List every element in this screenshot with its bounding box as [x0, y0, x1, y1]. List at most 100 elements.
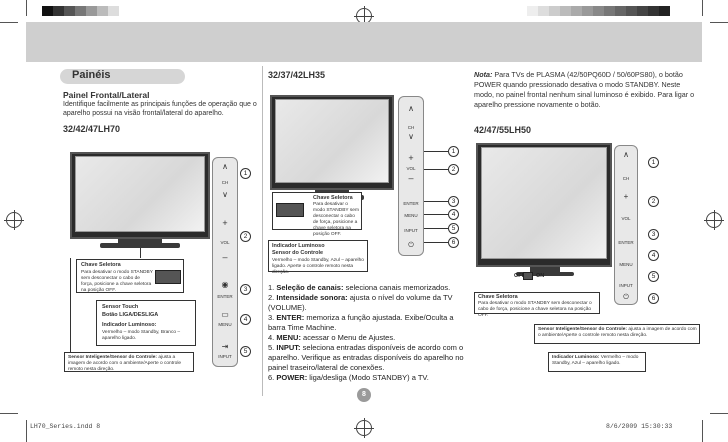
power-icon[interactable]: ⏻: [623, 294, 629, 301]
mid-ctl-label-ch: CH: [407, 125, 415, 130]
callout-number-3: 3: [448, 196, 459, 207]
middle-control-panel: [398, 96, 424, 256]
vol-minus-icon[interactable]: –: [408, 173, 414, 183]
leader-line: [424, 169, 448, 170]
function-item: 5. INPUT: seleciona entradas disponíveis…: [268, 343, 464, 372]
page-number: 8: [357, 388, 371, 402]
registration-mark-bottom: [354, 418, 374, 438]
callout-chave-seletora-left: Chave Seletora Para desativar o modo STA…: [76, 259, 184, 293]
column-divider: [262, 66, 263, 396]
tv-right-stand: [530, 267, 560, 272]
callout-number-2: 2: [648, 196, 659, 207]
section-title-pill: Painéis: [60, 69, 185, 84]
tv-left-screen: [75, 156, 205, 232]
function-item: 6. POWER: liga/desliga (Modo STANDBY) a …: [268, 373, 429, 382]
leader-line: [70, 258, 71, 354]
callout-number-3: 3: [240, 284, 251, 295]
ch-down-icon[interactable]: ∨: [408, 132, 414, 141]
callout-number-4: 4: [240, 314, 251, 325]
left-ctl-label-ch: CH: [221, 180, 229, 185]
vol-plus-icon[interactable]: +: [623, 192, 629, 201]
leader-line: [424, 151, 448, 152]
callout-number-6: 6: [648, 293, 659, 304]
header-band: [26, 22, 702, 62]
leader-line: [424, 214, 448, 215]
leader-line: [424, 242, 448, 243]
on-label: ON: [536, 273, 545, 279]
function-item: 4. MENU: acessar o Menu de Ajustes.: [268, 333, 396, 342]
callout-chave-seletora-middle: Chave Seletora Para desativar o modo STA…: [272, 192, 362, 237]
ch-up-icon[interactable]: ∧: [408, 104, 414, 113]
right-ctl-label-enter: ENTER: [618, 240, 634, 245]
mid-ctl-label-enter: ENTER: [403, 201, 419, 206]
crop-mark: [0, 413, 18, 414]
callout-number-1: 1: [648, 157, 659, 168]
off-label: OFF: [514, 273, 525, 279]
function-list: 1. Seleção de canais: seleciona canais m…: [268, 283, 466, 383]
callout-indicador-middle: Indicador Luminoso Sensor do Controle Ve…: [268, 240, 368, 275]
power-icon[interactable]: ⏻: [408, 242, 414, 249]
crop-mark: [702, 0, 703, 16]
model-middle: 32/37/42LH35: [268, 70, 326, 80]
left-ctl-label-input: INPUT: [218, 354, 232, 359]
callout-number-1: 1: [448, 146, 459, 157]
function-item: 3. ENTER: memoriza a função ajustada. Ex…: [268, 313, 454, 332]
callout-number-1: 1: [240, 168, 251, 179]
selector-switch-icon: [523, 272, 533, 280]
sensor-title-right: Sensor Inteligente/Sensor do Controle:: [538, 327, 628, 332]
left-ctl-label-vol: VOL: [220, 240, 230, 245]
left-ctl-label-enter: ENTER: [217, 294, 233, 299]
tv-left-base: [100, 243, 180, 248]
vol-minus-icon[interactable]: –: [222, 252, 228, 262]
callout-number-5: 5: [448, 223, 459, 234]
callout-indicador-right: Indicador Luminoso: Vermelho – modo Stan…: [548, 352, 646, 372]
callout-number-4: 4: [648, 250, 659, 261]
subheading: Painel Frontal/Lateral: [63, 90, 150, 100]
callout-number-2: 2: [448, 164, 459, 175]
registration-mark-left: [4, 210, 24, 230]
indicador-text-right: Vermelho – modo Standby, Azul – aparelho…: [552, 355, 639, 366]
leader-line: [424, 228, 448, 229]
callout-number-3: 3: [648, 229, 659, 240]
right-ctl-label-vol: VOL: [621, 216, 631, 221]
leader-line: [424, 201, 448, 202]
callout-number-5: 5: [240, 346, 251, 357]
mid-ctl-label-input: INPUT: [404, 228, 418, 233]
function-item: 1. Seleção de canais: seleciona canais m…: [268, 283, 451, 292]
note-paragraph: Nota: Para TVs de PLASMA (42/50PQ60D / 5…: [474, 70, 702, 110]
right-ctl-label-menu: MENU: [619, 262, 633, 267]
tv-right-screen: [481, 147, 607, 259]
note-label: Nota:: [474, 70, 493, 79]
enter-button-icon[interactable]: ◉: [221, 280, 229, 289]
callout-sensor-touch: Sensor Touch Botão LIGA/DESLIGA Indicado…: [96, 300, 196, 346]
ch-up-icon[interactable]: ∧: [222, 162, 228, 171]
mid-ctl-label-vol: VOL: [406, 166, 416, 171]
vol-plus-icon[interactable]: +: [222, 218, 228, 228]
right-control-panel: [614, 145, 638, 305]
callout-number-2: 2: [240, 231, 251, 242]
registration-mark-right: [704, 210, 724, 230]
crop-mark: [710, 413, 728, 414]
menu-button-icon[interactable]: ▭: [221, 310, 229, 319]
model-right: 42/47/55LH50: [474, 125, 532, 135]
input-button-icon[interactable]: ⇥: [221, 342, 229, 351]
note-text: Para TVs de PLASMA (42/50PQ60D / 50/60PS…: [474, 70, 695, 109]
footer-file-info: LH70_Series.indd 8: [30, 423, 101, 430]
sensor-text-right: ajusta a imagem de acordo com o ambiente…: [538, 327, 697, 338]
crop-mark: [710, 22, 728, 23]
tv-left-stand: [118, 239, 162, 243]
selector-switch-icon: [155, 270, 181, 284]
callout-number-4: 4: [448, 209, 459, 220]
ch-up-icon[interactable]: ∧: [623, 150, 629, 159]
ch-down-icon[interactable]: ∨: [222, 190, 228, 199]
vol-plus-icon[interactable]: +: [408, 153, 414, 163]
indicador-title-right: Indicador Luminoso:: [552, 355, 600, 360]
right-ctl-label-ch: CH: [622, 176, 630, 181]
callout-sensor-left: Sensor Inteligente/Sensor do Controle: a…: [64, 352, 194, 372]
crop-mark: [26, 420, 27, 442]
sensor-title-left: Sensor Inteligente/Sensor do Controle:: [68, 355, 158, 360]
crop-mark: [0, 22, 18, 23]
callout-number-5: 5: [648, 271, 659, 282]
callout-number-6: 6: [448, 237, 459, 248]
crop-mark: [26, 0, 27, 16]
